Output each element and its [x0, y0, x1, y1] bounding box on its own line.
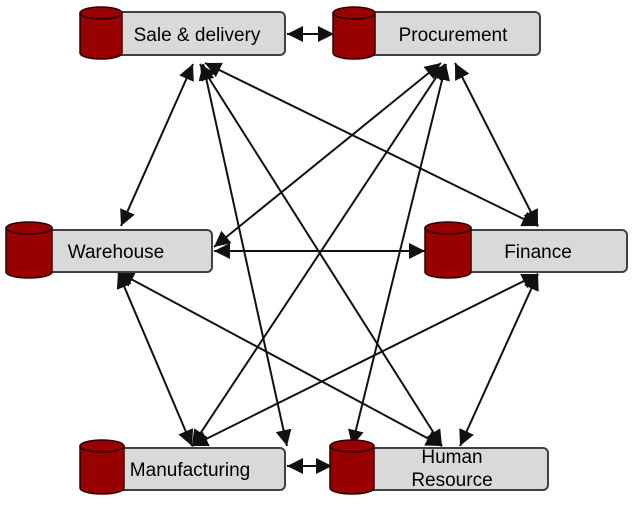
node-warehouse: Warehouse	[5, 221, 213, 279]
edge-warehouse-hr	[117, 271, 443, 447]
node-label-line: Procurement	[399, 25, 508, 46]
edge-sale-manufacturing	[198, 63, 292, 447]
node-label-line: Human	[421, 447, 482, 468]
node-label-manufacturing: Manufacturing	[130, 460, 250, 481]
edge-sale-finance	[204, 62, 539, 227]
edge-sale-hr	[199, 63, 443, 447]
node-label-line: Warehouse	[68, 242, 164, 263]
node-label-finance: Finance	[504, 242, 572, 263]
node-label-line: Resource	[411, 470, 492, 491]
database-icon	[79, 439, 125, 495]
node-label-line: Finance	[504, 242, 572, 263]
database-icon	[329, 439, 375, 495]
database-icon	[5, 221, 53, 279]
edge-procurement-finance	[454, 62, 539, 227]
edge-finance-hr	[459, 273, 539, 447]
node-label-line: Sale & delivery	[134, 25, 261, 46]
edge-procurement-manufacturing	[191, 63, 446, 447]
edge-warehouse-manufacturing	[116, 271, 194, 447]
edge-sale-warehouse	[120, 63, 194, 227]
node-label-procurement: Procurement	[399, 25, 508, 46]
edges-layer	[116, 26, 539, 474]
node-manufacturing: Manufacturing	[79, 439, 286, 495]
node-finance: Finance	[424, 221, 628, 279]
database-icon	[79, 6, 123, 60]
edge-finance-manufacturing	[191, 273, 539, 447]
node-sale: Sale & delivery	[79, 6, 286, 60]
node-procurement: Procurement	[332, 6, 541, 60]
database-icon	[332, 6, 376, 60]
node-label-line: Manufacturing	[130, 460, 250, 481]
database-icon	[424, 221, 472, 279]
node-label-sale: Sale & delivery	[134, 25, 261, 46]
node-label-warehouse: Warehouse	[68, 242, 164, 263]
